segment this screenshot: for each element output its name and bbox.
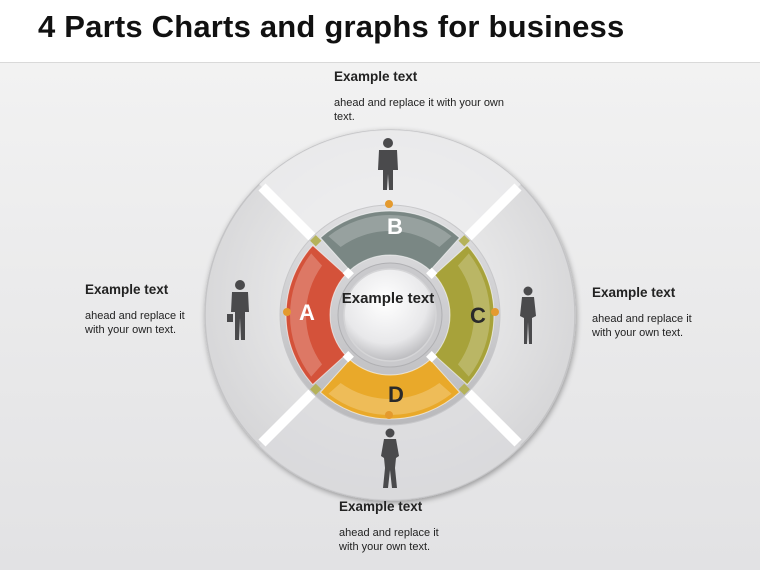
segment-a	[285, 244, 347, 386]
segment-highlight	[289, 253, 323, 377]
page-title: 4 Parts Charts and graphs for business	[38, 9, 625, 44]
segment-d	[319, 358, 461, 420]
person-silhouette-icon	[520, 286, 536, 344]
segment-letter-a: A	[299, 300, 315, 325]
center-label: Example text	[341, 290, 435, 307]
segment-letter-b: B	[387, 214, 403, 239]
text-block-body: ahead and replace it with your own text.	[339, 527, 439, 553]
connector-node	[426, 351, 438, 363]
person-silhouette-icon	[381, 428, 399, 488]
person-silhouette-icon	[378, 138, 398, 190]
connector-node	[458, 383, 470, 395]
text-block-bottom: Example text ahead and replace it with y…	[339, 499, 451, 554]
text-block-heading: Example text	[339, 499, 423, 514]
segment-letter-c: C	[470, 303, 486, 328]
connector-node	[458, 235, 470, 247]
segment-highlight	[328, 214, 452, 248]
segment-connectors	[310, 235, 470, 395]
text-block-body: ahead and replace it with your own text.	[592, 313, 692, 339]
text-block-body: ahead and replace it with your own text.	[85, 310, 185, 336]
segments	[285, 210, 495, 420]
connector-node	[426, 267, 438, 279]
text-block-heading: Example text	[85, 282, 169, 297]
segment-letter-d: D	[388, 382, 404, 407]
text-block-heading: Example text	[592, 285, 676, 300]
segment-b	[319, 210, 461, 272]
connector-node	[342, 267, 354, 279]
segment-highlight	[457, 253, 490, 377]
title-bar: 4 Parts Charts and graphs for business	[0, 0, 760, 63]
separators	[258, 183, 522, 447]
text-block-left: Example text ahead and replace it with y…	[85, 282, 197, 337]
marker-dots	[283, 200, 499, 419]
text-block-body: ahead and replace it with your own text.	[334, 97, 504, 123]
text-block-top: Example text ahead and replace it with y…	[334, 69, 524, 124]
connector-node	[342, 351, 354, 363]
segment-c	[433, 244, 495, 386]
person-silhouette-icon	[227, 280, 249, 340]
hub	[343, 268, 437, 362]
text-block-right: Example text ahead and replace it with y…	[592, 285, 706, 340]
connector-node	[310, 383, 322, 395]
segment-highlight	[328, 382, 452, 415]
text-block-heading: Example text	[334, 69, 418, 84]
connector-node	[310, 235, 322, 247]
